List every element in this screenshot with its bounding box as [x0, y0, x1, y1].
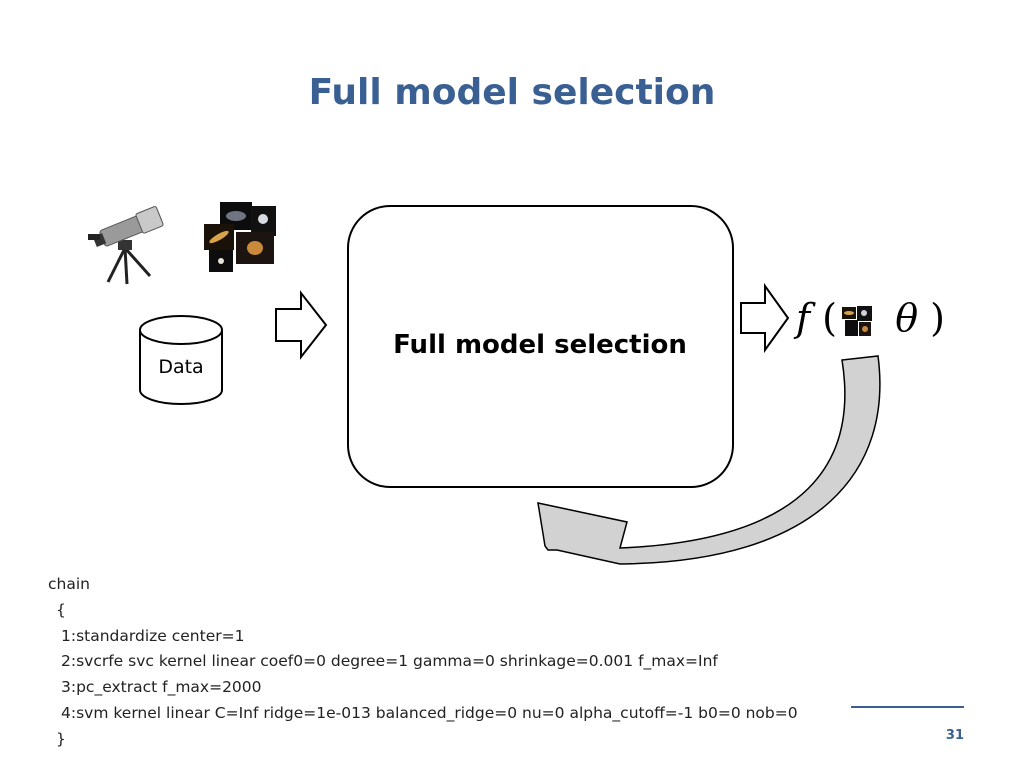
chain-step: 4:svm kernel linear C=Inf ridge=1e-013 b…	[61, 703, 798, 722]
chain-close-brace: }	[56, 729, 66, 748]
telescope-icon	[88, 206, 164, 285]
data-label: Data	[158, 356, 204, 378]
chain-step: 3:pc_extract f_max=2000	[61, 678, 262, 697]
footer-rule	[851, 706, 964, 708]
input-arrow	[275, 290, 328, 360]
formula-close-paren: )	[930, 296, 945, 340]
database-cylinder-icon	[139, 315, 223, 405]
formula-open-paren: (	[822, 296, 837, 340]
chain-listing: chain { 1:standardize center=1 2:svcrfe …	[48, 572, 798, 753]
chain-open-brace: {	[56, 600, 66, 619]
galaxy-images-icon	[204, 202, 276, 272]
slide-title: Full model selection	[308, 72, 716, 113]
output-arrow	[740, 282, 790, 354]
formula-function: f	[796, 296, 811, 340]
model-selection-box	[347, 205, 734, 488]
feedback-arrow	[537, 355, 881, 565]
model-function-formula: f ( θ )	[796, 296, 945, 340]
formula-image-slot	[849, 306, 883, 338]
chain-step: 1:standardize center=1	[61, 626, 245, 645]
galaxy-thumbnail-icon	[840, 305, 874, 340]
chain-header: chain	[48, 575, 90, 593]
chain-step: 2:svcrfe svc kernel linear coef0=0 degre…	[61, 652, 718, 671]
page-number: 31	[945, 728, 964, 743]
box-label: Full model selection	[393, 330, 687, 360]
formula-theta: θ	[895, 296, 919, 340]
